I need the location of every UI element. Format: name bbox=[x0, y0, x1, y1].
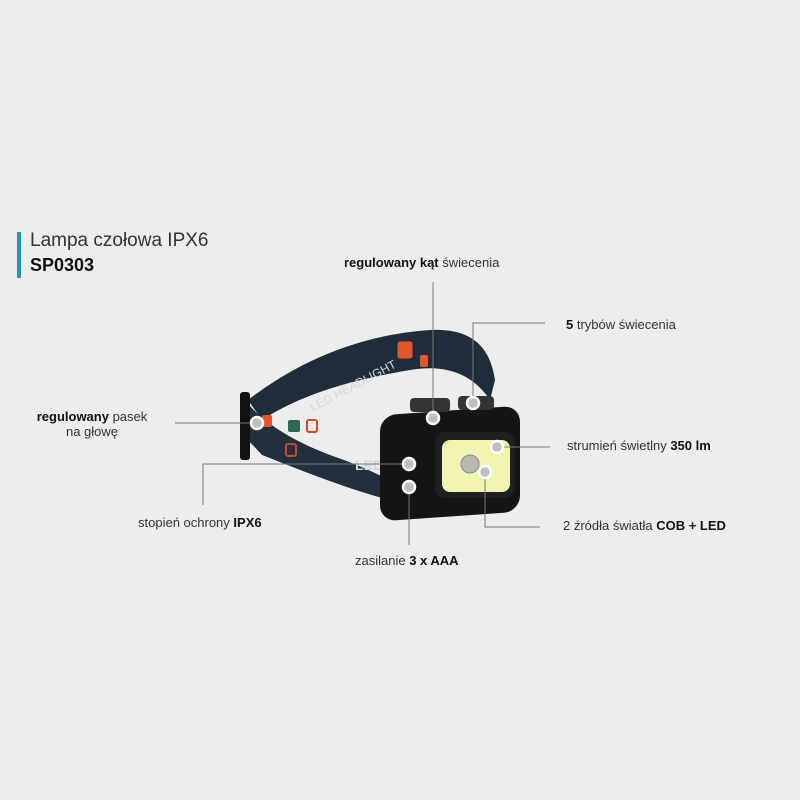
side-text: LED bbox=[355, 457, 383, 473]
callout-angle: regulowany kąt świecenia bbox=[344, 255, 500, 270]
product-code: SP0303 bbox=[30, 255, 95, 275]
lamp-body bbox=[380, 396, 520, 521]
accent-bar bbox=[17, 232, 21, 278]
callout-ipx: stopień ochrony IPX6 bbox=[138, 515, 262, 530]
callout-dots bbox=[249, 395, 505, 495]
callout-lines bbox=[175, 282, 550, 545]
callout-sources: 2 źródła światła COB + LED bbox=[563, 518, 726, 533]
angle-button bbox=[410, 398, 450, 412]
strap-buckle bbox=[240, 392, 250, 460]
callout-power: zasilanie 3 x AAA bbox=[355, 553, 459, 568]
product-title: Lampa czołowa IPX6 bbox=[30, 230, 209, 251]
callout-lumens: strumień świetlny 350 lm bbox=[567, 438, 711, 453]
led-light bbox=[460, 454, 480, 474]
callout-modes: 5 trybów świecenia bbox=[566, 317, 676, 332]
